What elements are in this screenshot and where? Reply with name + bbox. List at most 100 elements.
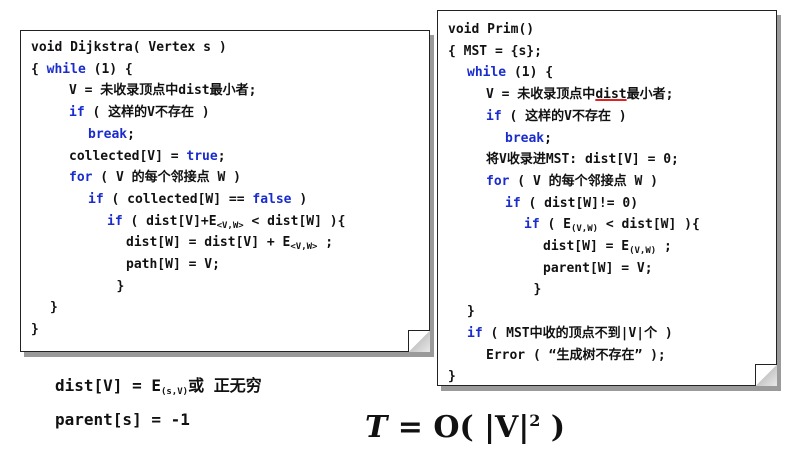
dist-init-alt: 或 正无穷	[188, 376, 262, 395]
code-line: void Prim()	[448, 19, 534, 41]
code-text: (1) {	[85, 61, 133, 77]
code-line: break;	[88, 124, 135, 146]
code-line: for ( V 的每个邻接点 W )	[69, 167, 241, 189]
code-keyword: if	[524, 217, 540, 233]
code-line: 将V收录进MST: dist[V] = 0;	[486, 149, 679, 171]
code-keyword: if	[486, 108, 502, 124]
code-keyword: if	[505, 195, 521, 211]
code-text: )	[291, 191, 308, 207]
code-text: ( V 的每个邻接点 W )	[509, 173, 658, 189]
code-text: ;	[217, 148, 226, 164]
code-line: if ( 这样的V不存在 )	[69, 102, 210, 124]
prim-code-card: void Prim(){ MST = {s};while (1) {V = 未收…	[437, 10, 777, 386]
code-subscript: <V,W>	[290, 242, 318, 253]
code-text: ;	[127, 126, 135, 142]
code-line: }	[31, 319, 39, 341]
code-text: parent[W] = V;	[543, 260, 653, 276]
code-line: path[W] = V;	[126, 254, 220, 276]
code-line: }	[50, 297, 58, 319]
code-line: { while (1) {	[31, 59, 133, 81]
code-keyword: break	[505, 130, 545, 146]
page-fold-corner	[755, 364, 777, 386]
code-line: if ( collected[W] == false )	[88, 189, 307, 211]
code-text: }	[467, 304, 475, 320]
code-text: (1) {	[506, 65, 554, 81]
code-text: ;	[544, 130, 552, 146]
code-text: dist	[595, 87, 627, 103]
code-text: ;	[317, 235, 334, 251]
code-text: 将V收录进MST: dist[V] = 0;	[486, 152, 679, 168]
dijkstra-code-card: void Dijkstra( Vertex s ) { while (1) { V …	[20, 30, 430, 352]
code-text: dist[W] = E	[543, 239, 630, 254]
code-line: if ( dist[W]!= 0)	[505, 193, 638, 215]
code-line: V = 未收录顶点中dist最小者;	[69, 80, 256, 102]
code-text: ( E	[539, 217, 571, 233]
code-line: Error ( “生成树不存在” );	[486, 345, 666, 367]
code-line: }	[117, 276, 125, 298]
code-subscript: (V,W)	[570, 224, 599, 235]
code-text: }	[448, 369, 456, 385]
code-text: }	[31, 322, 39, 338]
code-text: ( 这样的V不存在 )	[501, 108, 627, 124]
code-text: {	[31, 61, 47, 77]
complexity-exponent: 2	[529, 411, 541, 430]
code-line: if ( dist[V]+E<V,W> < dist[W] ){	[107, 211, 345, 238]
complexity-t: T	[365, 410, 388, 445]
code-text: path[W] = V;	[126, 257, 220, 272]
code-line: V = 未收录顶点中dist最小者;	[486, 84, 673, 106]
code-keyword: false	[252, 191, 292, 207]
code-line: break;	[505, 128, 552, 150]
code-line: }	[534, 279, 542, 301]
code-keyword: if	[467, 325, 483, 341]
code-line: dist[W] = E(V,W) ;	[543, 236, 672, 263]
code-keyword: break	[88, 126, 128, 142]
code-line: dist[W] = dist[V] + E<V,W> ;	[126, 232, 333, 259]
complexity-body: = O( |V|	[387, 410, 530, 445]
code-line: for ( V 的每个邻接点 W )	[486, 171, 658, 193]
code-text: void Prim()	[448, 22, 535, 37]
code-text: ( collected[W] ==	[103, 191, 253, 207]
dist-init-subscript: (s,V)	[160, 387, 189, 397]
code-keyword: while	[467, 65, 507, 81]
code-text: dist[W] = dist[V] + E	[126, 235, 291, 251]
code-text: ( dist[V]+E	[122, 213, 217, 229]
parent-init-note: parent[s] = -1	[55, 410, 190, 429]
code-line: }	[467, 301, 475, 323]
code-text: V = 未收录顶点中dist最小者;	[69, 83, 257, 99]
code-text: Error ( “生成树不存在” );	[486, 347, 666, 363]
code-subscript: <V,W>	[216, 220, 244, 231]
code-line: if ( E(V,W) < dist[W] ){	[524, 214, 700, 241]
code-line: void Dijkstra( Vertex s )	[31, 37, 227, 59]
code-line: if ( MST中收的顶点不到|V|个 )	[467, 323, 673, 345]
dist-init-text: dist[V] = E	[55, 376, 161, 395]
code-text: 最小者;	[626, 87, 674, 103]
initialization-notes: dist[V] = E(s,V)或 正无穷 parent[s] = -1	[55, 372, 262, 434]
code-text: }	[50, 300, 58, 316]
code-text: ( dist[W]!= 0)	[520, 195, 639, 211]
code-text: void Dijkstra( Vertex s )	[31, 40, 227, 55]
code-text: ( 这样的V不存在 )	[84, 105, 210, 121]
code-keyword: if	[107, 213, 123, 229]
code-keyword: for	[69, 170, 93, 186]
code-text: { MST = {s};	[448, 43, 542, 59]
code-line: parent[W] = V;	[543, 258, 653, 280]
code-text: ;	[656, 239, 672, 254]
code-keyword: true	[186, 148, 218, 164]
code-subscript: (V,W)	[629, 246, 657, 256]
code-text: }	[533, 282, 542, 298]
page-fold-corner	[408, 330, 430, 352]
code-line: }	[448, 366, 456, 388]
code-line: { MST = {s};	[448, 41, 542, 63]
time-complexity-formula: T = O( |V|2 )	[365, 410, 565, 445]
dist-init-note: dist[V] = E(s,V)或 正无穷	[55, 376, 262, 397]
code-text: < dist[W] ){	[598, 217, 700, 233]
code-text: V = 未收录顶点中	[486, 87, 596, 103]
code-keyword: for	[486, 173, 510, 189]
code-keyword: while	[46, 61, 86, 77]
code-keyword: if	[88, 191, 104, 207]
code-text: ( V 的每个邻接点 W )	[92, 170, 241, 186]
code-text: }	[116, 278, 125, 294]
code-line: collected[V] = true;	[69, 146, 226, 168]
code-line: while (1) {	[467, 62, 553, 84]
code-text: ( MST中收的顶点不到|V|个 )	[482, 325, 673, 341]
